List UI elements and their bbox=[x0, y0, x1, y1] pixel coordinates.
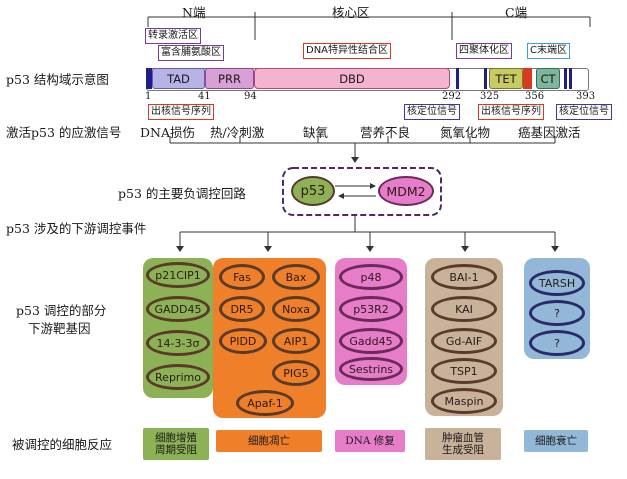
nls-marker-2 bbox=[484, 68, 487, 89]
gene-gd-aif: Gd-AIF bbox=[431, 328, 497, 354]
gene-sestrins: Sestrins bbox=[339, 357, 403, 381]
gene-dr5: DR5 bbox=[219, 296, 265, 322]
gene-tsp1: TSP1 bbox=[431, 358, 497, 384]
domain-tad: TAD bbox=[152, 68, 205, 89]
cell-responses-label: 被调控的细胞反应 bbox=[12, 437, 113, 452]
domain-map-label: p53 结构域示意图 bbox=[6, 72, 109, 87]
gene-kai: KAI bbox=[431, 296, 497, 322]
position-292: 292 bbox=[442, 91, 462, 102]
gene-maspin: Maspin bbox=[431, 388, 497, 414]
gene-p48: p48 bbox=[339, 264, 403, 290]
c-terminal-label: C端 bbox=[505, 5, 528, 20]
p53-node: p53 bbox=[291, 176, 335, 206]
domain-dbd: DBD bbox=[254, 68, 450, 89]
domain-tet: TET bbox=[489, 68, 523, 89]
position-356: 356 bbox=[525, 91, 545, 102]
nls-marker-1 bbox=[456, 68, 459, 89]
gene-tarsh: TARSH bbox=[529, 270, 585, 296]
gene-p53r2: p53R2 bbox=[339, 296, 403, 322]
dna-binding-region-box: DNA特异性结合区 bbox=[303, 43, 392, 59]
n-terminal-label: N端 bbox=[182, 5, 206, 20]
gene-gadd45-repair: Gadd45 bbox=[339, 328, 403, 354]
nuclear-export-signal-box-c: 出核信号序列 bbox=[478, 104, 544, 120]
gene-p21cip1: p21CIP1 bbox=[146, 262, 210, 288]
gene-bai-1: BAI-1 bbox=[431, 264, 497, 290]
tetramerization-region-box: 四聚体化区 bbox=[456, 43, 512, 59]
gene-14-3-3-sigma: 14-3-3σ bbox=[146, 330, 210, 356]
response-angiogenesis-inhibition: 肿瘤血管 生成受阻 bbox=[425, 428, 501, 460]
proline-rich-region-box: 富含脯氨酸区 bbox=[158, 45, 224, 61]
stress-signal-dna-damage: DNA损伤 bbox=[140, 125, 195, 140]
domain-prr: PRR bbox=[205, 68, 254, 89]
nes-marker-c bbox=[523, 68, 532, 89]
c-terminal-region-box: C末端区 bbox=[527, 43, 570, 59]
stress-signal-malnutrition: 营养不良 bbox=[360, 125, 411, 140]
transactivation-region-box: 转录激活区 bbox=[145, 28, 201, 44]
nls-marker-3 bbox=[564, 68, 567, 89]
nuclear-localization-signal-box-1: 核定位信号 bbox=[404, 104, 460, 120]
mdm2-node: MDM2 bbox=[378, 176, 434, 206]
target-genes-label-line2: 下游靶基因 bbox=[28, 321, 91, 336]
response-senescence: 细胞衰亡 bbox=[524, 430, 588, 452]
stress-signal-oncogene: 癌基因激活 bbox=[518, 125, 581, 140]
gene-noxa: Noxa bbox=[272, 296, 320, 322]
target-genes-label-line1: p53 调控的部分 bbox=[16, 303, 107, 318]
position-393: 393 bbox=[576, 91, 596, 102]
position-41: 41 bbox=[198, 91, 211, 102]
position-325: 325 bbox=[480, 91, 500, 102]
position-94: 94 bbox=[244, 91, 257, 102]
nls-marker-4 bbox=[569, 68, 572, 89]
gene-reprimo: Reprimo bbox=[146, 364, 210, 390]
gene-aip1: AIP1 bbox=[272, 328, 320, 354]
response-dna-repair: DNA 修复 bbox=[335, 430, 405, 452]
downstream-events-label: p53 涉及的下游调控事件 bbox=[6, 221, 147, 236]
gene-pig5: PIG5 bbox=[272, 360, 320, 386]
gene-fas: Fas bbox=[219, 264, 265, 290]
nes-marker-n bbox=[146, 68, 152, 89]
nuclear-export-signal-box-n: 出核信号序列 bbox=[148, 104, 214, 120]
feedback-loop-label: p53 的主要负调控回路 bbox=[118, 186, 246, 201]
gene-gadd45: GADD45 bbox=[146, 296, 210, 322]
stress-signal-heat-cold: 热/冷刺激 bbox=[210, 125, 265, 140]
domain-ct: CT bbox=[536, 68, 560, 89]
response-apoptosis: 细胞凋亡 bbox=[216, 430, 322, 452]
gene-pidd: PIDD bbox=[219, 328, 267, 354]
core-region-label: 核心区 bbox=[332, 5, 370, 20]
position-1: 1 bbox=[145, 91, 152, 102]
gene-apaf-1: Apaf-1 bbox=[236, 390, 294, 416]
nuclear-localization-signal-box-2: 核定位信号 bbox=[556, 104, 612, 120]
gene-bax: Bax bbox=[272, 264, 320, 290]
stress-signal-nitrogen-oxide: 氮氧化物 bbox=[440, 125, 491, 140]
gene-unknown-1: ? bbox=[529, 300, 585, 326]
stress-signal-hypoxia: 缺氧 bbox=[303, 125, 329, 140]
response-cell-cycle-arrest: 细胞增殖 周期受阻 bbox=[143, 428, 209, 460]
stress-signals-label: 激活p53 的应激信号 bbox=[6, 125, 122, 140]
gene-unknown-2: ? bbox=[529, 330, 585, 356]
